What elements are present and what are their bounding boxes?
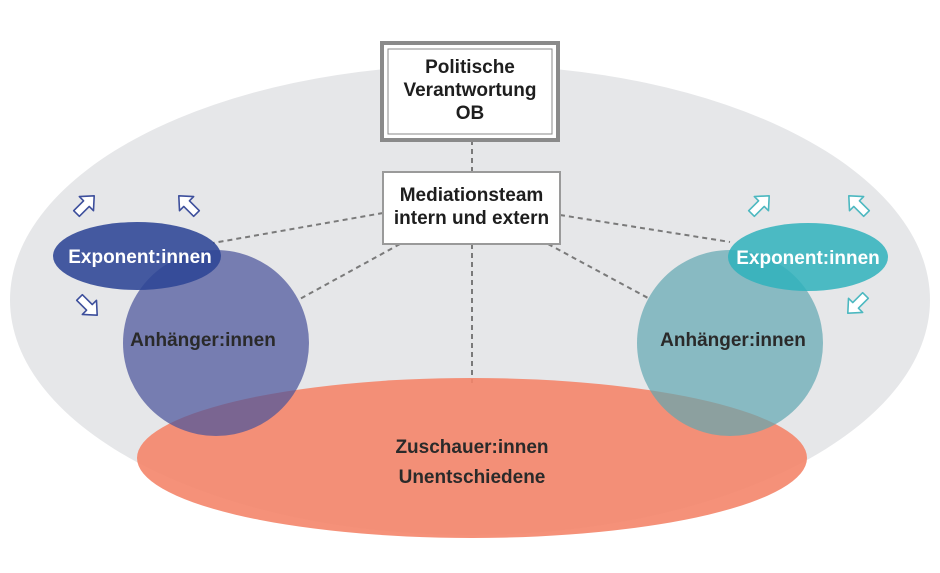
audience-label-line1: Zuschauer:innen xyxy=(395,437,548,458)
mediation-box xyxy=(382,171,561,245)
arrow-icon xyxy=(72,195,95,218)
top-box-line1: Politische xyxy=(425,57,515,78)
arrow-icon xyxy=(75,293,98,316)
right-supporters-label: Anhänger:innen xyxy=(660,330,806,351)
mediation-line2: intern und extern xyxy=(393,208,550,229)
right-arrows xyxy=(747,195,871,314)
arrow-icon xyxy=(178,195,201,218)
left-supporters-label: Anhänger:innen xyxy=(130,330,276,351)
right-supporters-circle xyxy=(637,250,823,436)
mediation-box-label: Mediationsteam intern und extern xyxy=(383,184,560,230)
left-arrows xyxy=(72,195,201,316)
audience-ellipse xyxy=(137,378,807,538)
left-supporters-circle xyxy=(123,250,309,436)
left-exponents-ellipse xyxy=(53,222,221,290)
arrow-icon xyxy=(847,291,870,314)
arrow-icon xyxy=(747,195,770,218)
top-box-inner xyxy=(387,48,553,135)
mediation-line1: Mediationsteam xyxy=(399,185,544,206)
left-exponents-label: Exponent:innen xyxy=(68,247,212,268)
line-mediation-to-right-supporters xyxy=(547,243,649,299)
right-exponents-ellipse xyxy=(728,223,888,291)
connection-lines xyxy=(212,140,731,383)
line-mediation-to-left-supporters xyxy=(297,243,401,301)
top-box-line3: OB xyxy=(455,103,485,124)
right-exponents-label: Exponent:innen xyxy=(736,248,880,269)
arrow-icon xyxy=(848,195,871,218)
top-box-line2: Verantwortung xyxy=(403,80,537,101)
top-box-label: Politische Verantwortung OB xyxy=(388,56,552,125)
audience-label-line2: Unentschiedene xyxy=(399,467,546,488)
line-mediation-to-right-exponents xyxy=(559,214,731,243)
line-mediation-to-left-exponents xyxy=(212,212,384,244)
